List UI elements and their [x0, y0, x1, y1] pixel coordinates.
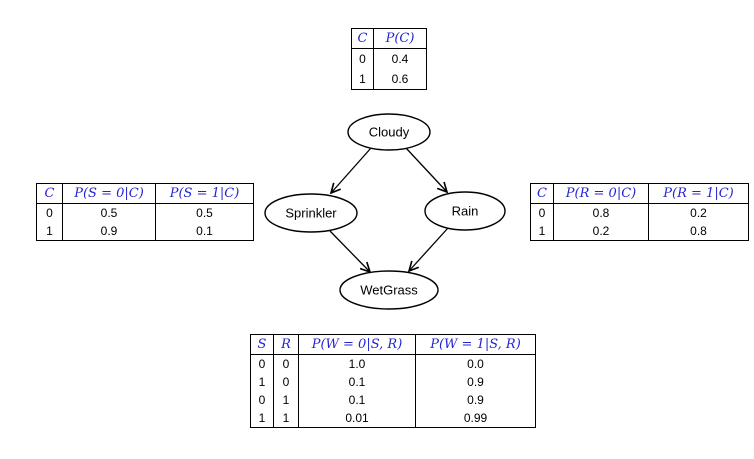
table-header-cell: P(S = 0|C): [62, 183, 156, 204]
table-row: 0 0.4: [351, 48, 427, 69]
table-cell: 0.5: [155, 203, 254, 222]
wetgrass-cpt-table: S R P(W = 0|S, R) P(W = 1|S, R) 0 0 1.0 …: [250, 334, 536, 428]
node-cloudy: Cloudy: [347, 113, 431, 151]
table-cell: 0.0: [415, 354, 536, 373]
table-cell: 0.9: [62, 222, 156, 241]
table-row: 1 0.6: [351, 69, 427, 90]
node-wetgrass-label: WetGrass: [360, 283, 418, 298]
table-cell: 0: [273, 354, 299, 373]
table-header-cell: S: [250, 334, 274, 355]
node-rain-label: Rain: [452, 204, 479, 219]
edge-cloudy-sprinkler: [331, 147, 372, 193]
edge-rain-wetgrass: [409, 227, 449, 271]
table-row: 0 1 0.1 0.9: [250, 391, 536, 409]
cloudy-cpt-table: C P(C) 0 0.4 1 0.6: [351, 28, 427, 90]
table-header-cell: R: [273, 334, 299, 355]
table-cell: 1: [250, 409, 274, 428]
table-cell: 1: [273, 409, 299, 428]
rain-cpt-table: C P(R = 0|C) P(R = 1|C) 0 0.8 0.2 1 0.2 …: [530, 183, 749, 241]
table-cell: 0.01: [298, 409, 416, 428]
table-header-cell: P(R = 1|C): [648, 183, 749, 204]
table-cell: 0: [250, 391, 274, 409]
table-cell: 0: [351, 48, 374, 69]
sprinkler-cpt-table: C P(S = 0|C) P(S = 1|C) 0 0.5 0.5 1 0.9 …: [36, 183, 254, 241]
node-cloudy-label: Cloudy: [369, 125, 410, 140]
table-cell: 1.0: [298, 354, 416, 373]
table-cell: 0.99: [415, 409, 536, 428]
table-row: 1 1 0.01 0.99: [250, 409, 536, 428]
table-header-cell: C: [530, 183, 554, 204]
table-cell: 1: [530, 222, 554, 241]
table-header-cell: P(R = 0|C): [553, 183, 649, 204]
table-cell: 1: [273, 391, 299, 409]
table-cell: 0: [250, 354, 274, 373]
node-wetgrass: WetGrass: [339, 270, 439, 310]
table-row: 1 0 0.1 0.9: [250, 373, 536, 391]
table-row: 0 0.8 0.2: [530, 203, 749, 222]
table-header-cell: P(C): [373, 28, 427, 49]
table-header-cell: P(W = 0|S, R): [298, 334, 416, 355]
table-header-cell: C: [36, 183, 63, 204]
table-cell: 0.2: [553, 222, 649, 241]
table-cell: 0.9: [415, 373, 536, 391]
table-cell: 1: [36, 222, 63, 241]
table-cell: 0.4: [373, 48, 427, 69]
node-sprinkler: Sprinkler: [264, 193, 358, 233]
table-row: 0 0 1.0 0.0: [250, 354, 536, 373]
table-row: 1 0.2 0.8: [530, 222, 749, 241]
table-cell: 0.5: [62, 203, 156, 222]
table-row: 1 0.9 0.1: [36, 222, 254, 241]
table-cell: 1: [250, 373, 274, 391]
table-cell: 0.1: [298, 391, 416, 409]
node-sprinkler-label: Sprinkler: [285, 206, 337, 221]
edge-sprinkler-wetgrass: [329, 230, 370, 272]
table-header-cell: P(W = 1|S, R): [415, 334, 536, 355]
table-cell: 0.1: [155, 222, 254, 241]
table-cell: 0.2: [648, 203, 749, 222]
table-cell: 0: [36, 203, 63, 222]
table-cell: 0: [273, 373, 299, 391]
table-cell: 0.8: [553, 203, 649, 222]
node-rain: Rain: [424, 191, 506, 231]
table-header-cell: C: [351, 28, 374, 49]
table-cell: 0.8: [648, 222, 749, 241]
edge-cloudy-rain: [405, 147, 447, 192]
table-cell: 0.1: [298, 373, 416, 391]
table-cell: 0.9: [415, 391, 536, 409]
table-header-cell: P(S = 1|C): [155, 183, 254, 204]
table-cell: 0.6: [373, 69, 427, 90]
table-cell: 0: [530, 203, 554, 222]
table-cell: 1: [351, 69, 374, 90]
table-row: 0 0.5 0.5: [36, 203, 254, 222]
